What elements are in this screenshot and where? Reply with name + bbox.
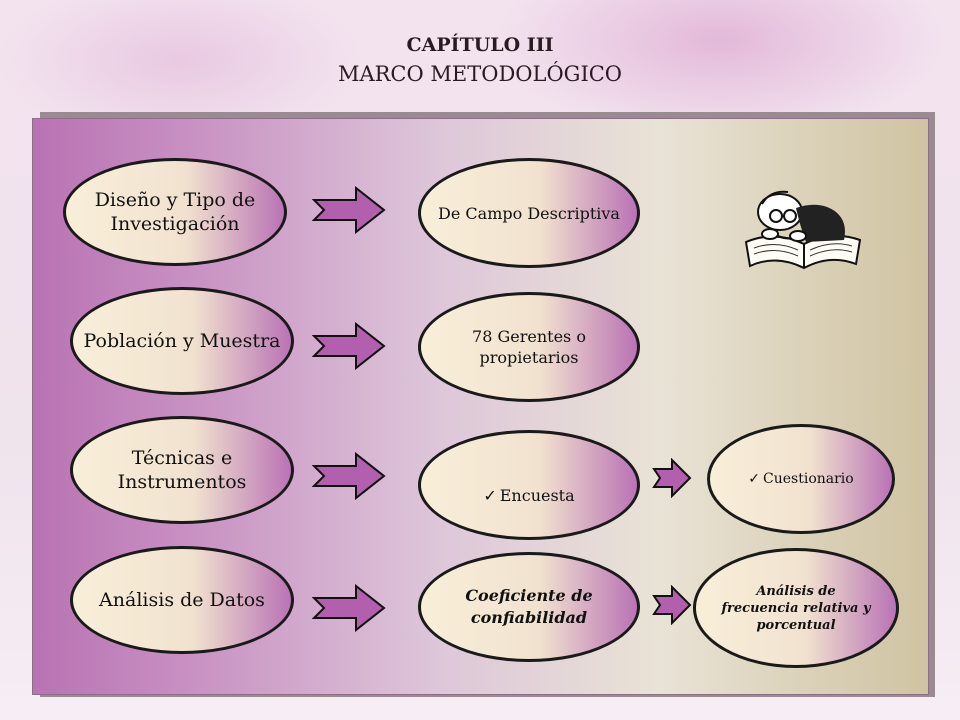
frequency-analysis-label: Análisis de frecuencia relativa y porcen…: [721, 583, 871, 633]
oval-techniques-instruments-label: Técnicas e Instrumentos: [117, 447, 247, 493]
oval-population-sample-label: Población y Muestra: [83, 330, 281, 352]
oval-population-sample: Población y Muestra: [70, 287, 294, 395]
arrow-right-icon: [312, 322, 386, 370]
oval-survey: Encuesta: [418, 430, 640, 540]
oval-data-analysis: Análisis de Datos: [70, 546, 294, 654]
arrow-right-icon: [652, 585, 692, 625]
chapter-subtitle: MARCO METODOLÓGICO: [337, 62, 623, 86]
chapter-title: CAPÍTULO III: [406, 34, 554, 56]
arrow-right-icon: [312, 186, 386, 234]
oval-design-type-label: Diseño y Tipo de Investigación: [94, 189, 256, 235]
oval-frequency-analysis: Análisis de frecuencia relativa y porcen…: [693, 548, 899, 668]
oval-data-analysis-label: Análisis de Datos: [99, 589, 265, 611]
oval-reliability-coefficient: Coeficiente de confiabilidad: [418, 552, 640, 662]
oval-field-descriptive: De Campo Descriptiva: [418, 158, 640, 268]
oval-techniques-instruments: Técnicas e Instrumentos: [70, 416, 294, 524]
oval-design-type: Diseño y Tipo de Investigación: [63, 158, 287, 266]
questionnaire-label: Cuestionario: [748, 470, 854, 488]
reader-with-book-illustration: [744, 190, 862, 270]
oval-managers-owners-label: 78 Gerentes o propietarios: [472, 327, 586, 367]
oval-field-descriptive-label: De Campo Descriptiva: [438, 203, 620, 223]
arrow-right-icon: [312, 452, 386, 500]
oval-questionnaire: Cuestionario: [707, 424, 895, 534]
survey-label: Encuesta: [483, 485, 575, 506]
reliability-coefficient-label: Coeficiente de confiabilidad: [465, 586, 593, 627]
arrow-right-icon: [312, 584, 386, 632]
oval-managers-owners: 78 Gerentes o propietarios: [418, 292, 640, 402]
arrow-right-icon: [652, 458, 692, 498]
